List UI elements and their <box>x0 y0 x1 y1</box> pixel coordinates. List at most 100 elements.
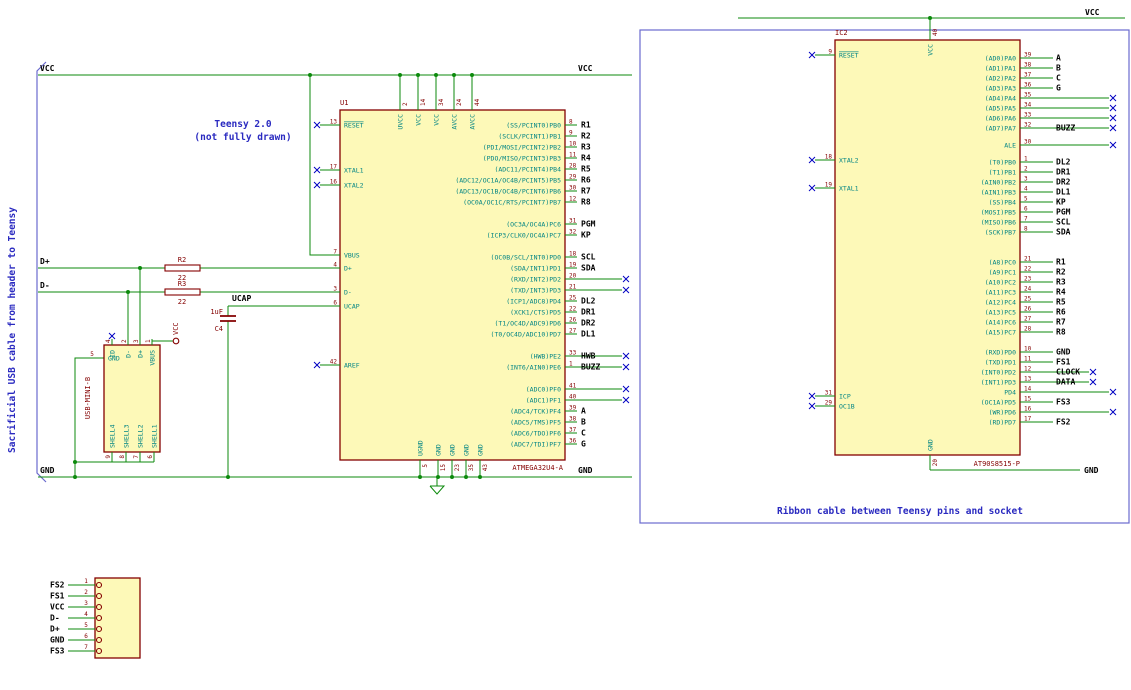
pin-name: (PDI/MOSI/PCINT2)PB2 <box>483 144 561 152</box>
pin-number: 10 <box>1024 346 1032 353</box>
pin-name: (OC3A/OC4A)PC6 <box>506 221 561 229</box>
pin-number: 3 <box>84 600 88 607</box>
pin-number: 14 <box>1024 386 1032 393</box>
pin-name: XTAL2 <box>839 157 859 165</box>
pin-number: 39 <box>1024 52 1032 59</box>
pin-number: 29 <box>825 400 833 407</box>
no-connect-icon <box>808 156 816 164</box>
net-label: DR1 <box>581 308 596 317</box>
pin-circle <box>95 581 103 589</box>
pin-name: (OC1A)PD5 <box>981 399 1016 407</box>
pin-number: 11 <box>1024 356 1032 363</box>
pin-number: 30 <box>1024 139 1032 146</box>
net-label: SCL <box>1056 218 1071 227</box>
pin-number: 33 <box>569 350 577 357</box>
U1-value: ATMEGA32U4-A <box>512 464 563 472</box>
net-label: R3 <box>581 143 591 152</box>
net-label: G <box>1056 84 1061 93</box>
pin-name: (A10)PC2 <box>985 279 1016 287</box>
pin-name: RESET <box>839 52 859 60</box>
net-label: R8 <box>1056 328 1066 337</box>
net-label: FS3 <box>50 647 65 656</box>
pin-name: XTAL1 <box>839 185 859 193</box>
pin-name: (MOSI)PB5 <box>981 209 1016 217</box>
pin-number: 37 <box>569 427 577 434</box>
net-label: SDA <box>1056 228 1071 237</box>
no-connect-icon <box>1109 104 1117 112</box>
pin-number: 14 <box>420 98 427 106</box>
pin-name: (RD)PD7 <box>989 419 1016 427</box>
IC2-value: AT90S8515-P <box>974 460 1020 468</box>
pin-name: (T0)PB0 <box>989 159 1016 167</box>
pin-number: 19 <box>825 182 833 189</box>
junction-dot <box>416 73 420 77</box>
no-connect-icon <box>808 402 816 410</box>
no-connect-icon <box>622 286 630 294</box>
pin-name: (AD2)PA2 <box>985 75 1016 83</box>
pin-name: (INT1)PD3 <box>981 379 1016 387</box>
dplus-label: D+ <box>40 257 50 266</box>
junction-dot <box>452 73 456 77</box>
net-label: BUZZ <box>581 363 600 372</box>
net-label: B <box>581 418 586 427</box>
net-label: PGM <box>581 220 596 229</box>
pin-number: 7 <box>84 644 88 651</box>
pin-name: D+ <box>137 350 145 358</box>
pin-name: (T1/OC4D/ADC9)PD6 <box>494 320 561 328</box>
pin-number: 5 <box>84 622 88 629</box>
net-label: KP <box>1056 198 1066 207</box>
pin-name: (ADC7/TDI)PF7 <box>510 441 561 449</box>
net-label: DL1 <box>1056 188 1071 197</box>
pin-number: 1 <box>84 578 88 585</box>
usb-cable-bracket <box>36 61 47 483</box>
net-label: R6 <box>581 176 591 185</box>
resistor-R2-ref: R2 <box>178 256 186 264</box>
no-connect-icon <box>1089 368 1097 376</box>
pin-number: 40 <box>569 394 577 401</box>
dminus-label: D- <box>40 281 50 290</box>
net-label: GND <box>1056 348 1071 357</box>
pin-name: (SS/PCINT0)PB0 <box>506 122 561 130</box>
pin-number: 18 <box>825 154 833 161</box>
pin-name: (OC0A/OC1C/RTS/PCINT7)PB7 <box>463 199 561 207</box>
pin-name: GND <box>108 355 120 363</box>
pin-number: 42 <box>330 359 338 366</box>
pin-number: 35 <box>468 464 475 472</box>
pin-name: (AD0)PA0 <box>985 55 1016 63</box>
pin-number: 41 <box>569 383 577 390</box>
pin-number: 21 <box>1024 256 1032 263</box>
net-label: FS3 <box>1056 398 1071 407</box>
pin-name: (SCK)PB7 <box>985 229 1016 237</box>
pin-number: 4 <box>333 262 337 269</box>
no-connect-icon <box>313 361 321 369</box>
pin-number: 7 <box>333 249 337 256</box>
pin-number: 7 <box>133 455 140 459</box>
net-label: FS2 <box>1056 418 1071 427</box>
net-label: R4 <box>1056 288 1066 297</box>
U1-ref: U1 <box>340 99 348 107</box>
net-label: C <box>581 429 586 438</box>
pin-number: 43 <box>482 464 489 472</box>
pin-name: SHELL3 <box>123 424 131 448</box>
vcc-label-left: VCC <box>40 64 55 73</box>
net-label: DATA <box>1056 378 1075 387</box>
net-label: HWB <box>581 352 596 361</box>
pin-name: (ICP3/CLK0/OC4A)PC7 <box>487 232 561 240</box>
pin-name: (ADC11/PCINT4)PB4 <box>494 166 561 174</box>
pin-number: 34 <box>1024 102 1032 109</box>
resistor-R2-value: 22 <box>178 274 186 282</box>
pin-number: 27 <box>569 328 577 335</box>
net-label: KP <box>581 231 591 240</box>
no-connect-icon <box>313 181 321 189</box>
no-connect-icon <box>808 184 816 192</box>
net-label: G <box>581 440 586 449</box>
pin-number: 28 <box>1024 326 1032 333</box>
pin-number: 24 <box>1024 286 1032 293</box>
usb-vcc-power-label: VCC <box>172 322 180 335</box>
pin-number: 39 <box>569 405 577 412</box>
pin-number: 10 <box>569 141 577 148</box>
pin-number: 36 <box>569 438 577 445</box>
pin-name: (SS)PB4 <box>989 199 1016 207</box>
